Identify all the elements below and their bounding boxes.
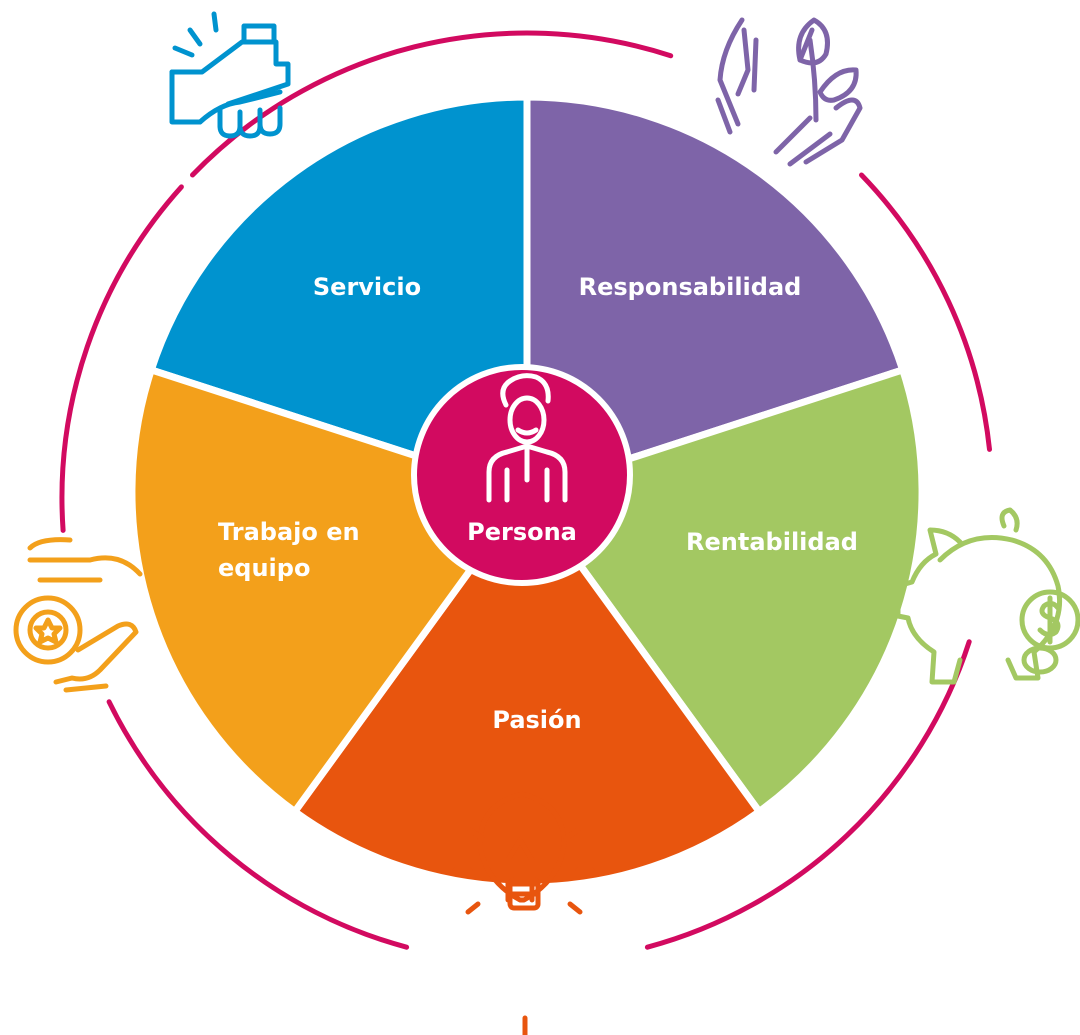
ring-arc [106, 699, 410, 950]
label-responsabilidad: Responsabilidad [579, 273, 802, 301]
center-label: Persona [467, 518, 577, 546]
ring-arc [190, 30, 674, 178]
label-pasion: Pasión [492, 706, 581, 734]
piggy-bank-icon [895, 507, 1080, 685]
hand-coin-star-icon [13, 537, 143, 693]
ring-arc [859, 172, 992, 452]
handshake-icon [169, 11, 291, 139]
label-servicio: Servicio [313, 273, 421, 301]
ring-arc [644, 639, 972, 950]
ring-arc [59, 184, 184, 533]
outer-ring [59, 30, 992, 950]
label-trabajo-en-equipo: Trabajo en equipo [218, 518, 368, 582]
lightbulb-icon [452, 791, 595, 1035]
segment-servicio [147, 93, 531, 496]
hands-plant-icon [715, 17, 863, 167]
segment-pasion [291, 488, 763, 891]
segment-responsabilidad [523, 93, 907, 496]
center-circle [411, 364, 633, 586]
label-rentabilidad: Rentabilidad [686, 528, 858, 556]
person-icon [486, 373, 568, 503]
